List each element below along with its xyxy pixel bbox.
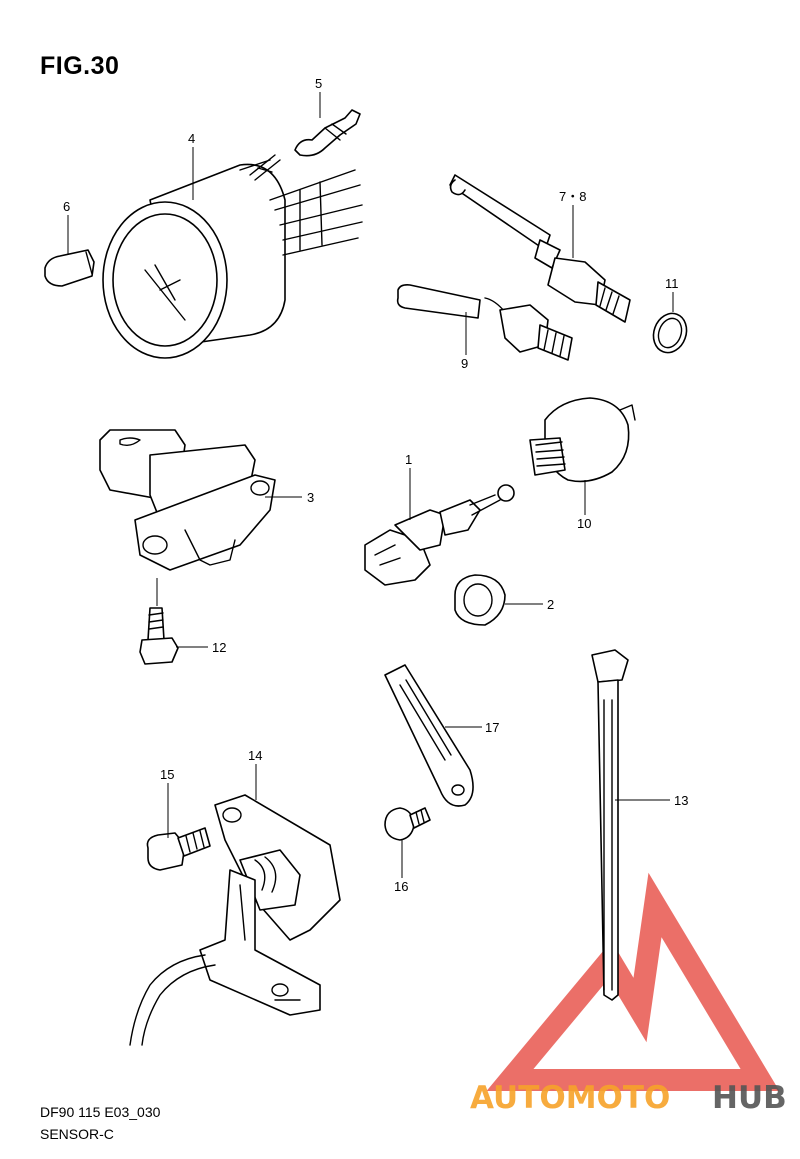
- part-10-pressure-sensor: [529, 397, 636, 483]
- callout-16: 16: [394, 879, 408, 894]
- part-6-bulb: [44, 249, 95, 287]
- part-15-bolt: [146, 827, 211, 871]
- callout-7-8: 7・8: [559, 189, 586, 204]
- fig-title: FIG.30: [40, 52, 120, 80]
- figure-code: DF90 115 E03_030: [40, 1104, 161, 1120]
- part-4-gauge: [102, 154, 363, 359]
- callout-13: 13: [674, 793, 688, 808]
- part-13-cable-tie: [591, 649, 629, 1001]
- part-9-sensor: [396, 284, 573, 361]
- part-7-8-sensor: [449, 174, 631, 323]
- callout-labels: 5 4 6 7・8 11 9 3 1 10 2 12 13 17 14 15 1…: [63, 76, 688, 894]
- callout-10: 10: [577, 516, 591, 531]
- callout-17: 17: [485, 720, 499, 735]
- part-14-sensor-assembly: [129, 794, 341, 1046]
- part-3-map-sensor: [99, 429, 276, 571]
- watermark-text: AUTOMOTO HUB: [470, 1080, 787, 1116]
- callout-11: 11: [665, 276, 679, 291]
- part-1-connector: [364, 484, 515, 586]
- callout-3: 3: [307, 490, 314, 505]
- callout-leaders: [67, 92, 674, 878]
- watermark-part1: AUTOMOTO: [470, 1080, 670, 1116]
- part-16-screw: [384, 807, 431, 841]
- part-5-bulb-socket: [294, 109, 361, 157]
- callout-4: 4: [188, 131, 195, 146]
- part-11-o-ring: [652, 312, 688, 354]
- callout-15: 15: [160, 767, 174, 782]
- watermark-part2: HUB: [712, 1080, 787, 1116]
- callout-9: 9: [461, 356, 468, 371]
- part-17-bracket: [384, 664, 474, 807]
- callout-12: 12: [212, 640, 226, 655]
- part-2-grommet: [454, 574, 506, 626]
- figure-name: SENSOR-C: [40, 1126, 114, 1142]
- callout-1: 1: [405, 452, 412, 467]
- part-12-bolt: [139, 607, 179, 665]
- callout-2: 2: [547, 597, 554, 612]
- watermark-logo: [486, 872, 780, 1091]
- watermark-triangle: [486, 872, 780, 1091]
- callout-6: 6: [63, 199, 70, 214]
- callout-5: 5: [315, 76, 322, 91]
- callout-14: 14: [248, 748, 262, 763]
